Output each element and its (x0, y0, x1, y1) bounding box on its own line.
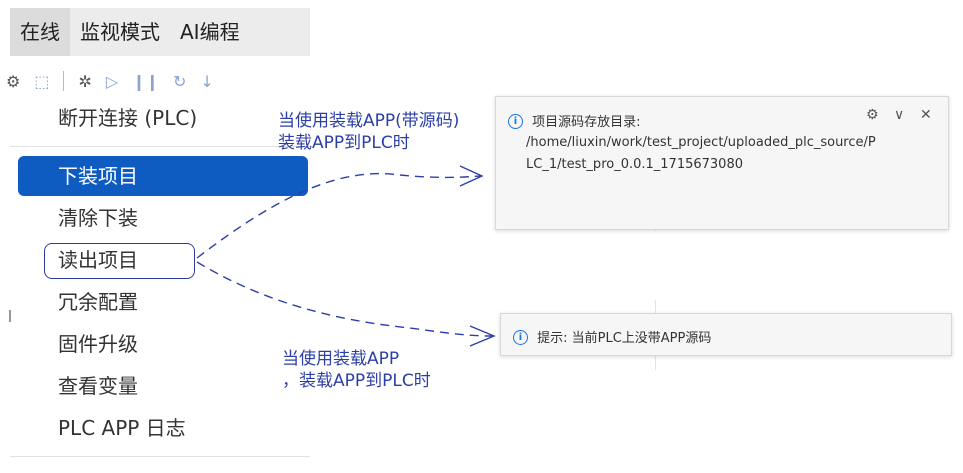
toolbar: ⚙ ⬚ ✲ ▷ ❙❙ ↻ ↓ (6, 64, 316, 98)
menu-item-download-project[interactable]: 下装项目 (18, 156, 308, 196)
step-icon[interactable]: ↓ (200, 71, 214, 91)
gear-settings-icon[interactable]: ⚙ (6, 71, 21, 91)
annotation-bottom-text: 当使用装载APP ，装载APP到PLC时 (282, 349, 431, 391)
arrowhead-1 (459, 165, 484, 187)
menubar: 在线 监视模式 AI编程 (10, 8, 310, 56)
menu-item-clear-download[interactable]: 清除下装 (58, 206, 138, 230)
close-icon[interactable]: ✕ (920, 107, 932, 123)
notification-source-dir: i 项目源码存放目录: ⚙ ∨ ✕ /home/liuxin/work/test… (495, 96, 949, 230)
cpu-download-icon[interactable]: ⬚ (34, 71, 50, 91)
annotation-top-text: 当使用装载APP(带源码) 装载APP到PLC时 (278, 111, 460, 153)
debug-icon[interactable]: ✲ (78, 71, 92, 91)
menu-item-read-project[interactable]: 读出项目 (58, 248, 138, 272)
arrowhead-2 (469, 325, 496, 347)
menu-ai-programming[interactable]: AI编程 (180, 20, 240, 44)
refresh-icon[interactable]: ↻ (173, 71, 187, 91)
notification-header: i 项目源码存放目录: (508, 111, 640, 130)
menu-item-view-variables[interactable]: 查看变量 (58, 374, 138, 398)
notification2-text: 提示: 当前PLC上没带APP源码 (537, 331, 712, 346)
toolbar-separator (63, 71, 65, 91)
play-icon[interactable]: ▷ (105, 71, 119, 91)
chevron-down-icon[interactable]: ∨ (894, 107, 905, 123)
info-icon: i (513, 330, 528, 345)
gear-icon[interactable]: ⚙ (866, 107, 879, 123)
menu-monitor-mode[interactable]: 监视模式 (80, 20, 160, 44)
divider (10, 456, 310, 457)
edge-mark (9, 310, 11, 322)
divider (10, 146, 310, 147)
menu-item-disconnect[interactable]: 断开连接 (PLC) (58, 106, 198, 130)
menu-online[interactable]: 在线 (10, 8, 70, 56)
notification2-content: i 提示: 当前PLC上没带APP源码 (513, 327, 711, 346)
notification-path-line1: /home/liuxin/work/test_project/uploaded_… (526, 135, 876, 150)
menu-item-plc-app-log[interactable]: PLC APP 日志 (58, 416, 186, 440)
notification-no-source: i 提示: 当前PLC上没带APP源码 (500, 313, 952, 356)
annotation-circle (44, 243, 195, 279)
menu-item-firmware-upgrade[interactable]: 固件升级 (58, 332, 138, 356)
notification-title: 项目源码存放目录: (532, 115, 641, 130)
pause-icon[interactable]: ❙❙ (132, 71, 159, 91)
notification-path-line2: LC_1/test_pro_0.0.1_1715673080 (526, 157, 743, 172)
menu-item-redundancy-config[interactable]: 冗余配置 (58, 290, 138, 314)
info-icon: i (508, 114, 523, 129)
